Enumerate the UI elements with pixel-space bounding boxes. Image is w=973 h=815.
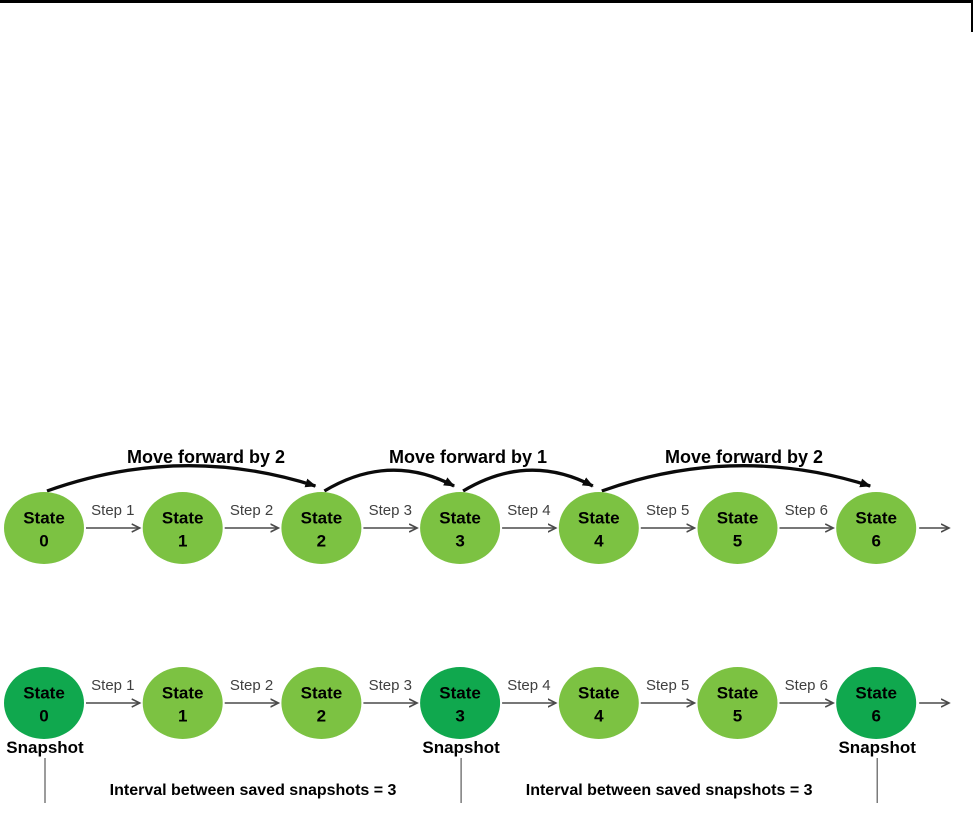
top-state-node-5 (697, 492, 778, 564)
jump-arc-2-to-3 (323, 468, 455, 493)
top-state-number: 6 (871, 532, 880, 551)
bottom-state-node-4 (558, 667, 639, 739)
jump-label-0-to-2: Move forward by 2 (127, 447, 285, 467)
top-state-label: State (717, 509, 759, 528)
top-state-node-3 (420, 492, 501, 564)
page-border-right (970, 0, 973, 32)
snapshot-label-3: Snapshot (422, 738, 500, 757)
bottom-state-number: 6 (871, 707, 880, 726)
jump-arc-3-to-4 (462, 468, 594, 493)
bottom-state-node-2 (281, 667, 362, 739)
top-state-number: 5 (733, 532, 742, 551)
top-state-number: 3 (455, 532, 464, 551)
interval-label-2: Interval between saved snapshots = 3 (526, 782, 813, 799)
bottom-state-node-1 (142, 667, 223, 739)
top-state-label: State (855, 509, 897, 528)
bottom-state-number: 4 (594, 707, 604, 726)
step-label-bottom-6: Step 6 (785, 677, 828, 694)
jump-label-4-to-6: Move forward by 2 (665, 447, 823, 467)
top-state-node-2 (281, 492, 362, 564)
top-state-label: State (439, 509, 481, 528)
top-state-label: State (578, 509, 620, 528)
step-label-top-3: Step 3 (369, 502, 412, 519)
bottom-state-node-6 (836, 667, 917, 739)
bottom-state-label: State (578, 684, 620, 703)
step-label-bottom-1: Step 1 (91, 677, 134, 694)
top-state-number: 4 (594, 532, 604, 551)
bottom-state-node-5 (697, 667, 778, 739)
step-label-bottom-2: Step 2 (230, 677, 273, 694)
bottom-state-label: State (301, 684, 343, 703)
top-state-number: 2 (317, 532, 326, 551)
top-state-node-4 (558, 492, 639, 564)
bottom-state-node-0 (4, 667, 84, 739)
bottom-state-label: State (162, 684, 204, 703)
bottom-state-label: State (855, 684, 897, 703)
snapshot-label-0: Snapshot (6, 738, 84, 757)
bottom-state-number: 0 (39, 707, 48, 726)
jump-arc-0-to-2 (46, 464, 317, 493)
bottom-state-label: State (439, 684, 481, 703)
step-label-bottom-3: Step 3 (369, 677, 412, 694)
bottom-state-label: State (717, 684, 759, 703)
top-state-node-6 (836, 492, 917, 564)
bottom-state-label: State (23, 684, 65, 703)
bottom-state-number: 3 (455, 707, 464, 726)
top-state-number: 0 (39, 532, 48, 551)
top-state-node-0 (4, 492, 84, 564)
step-label-top-1: Step 1 (91, 502, 134, 519)
interval-label-1: Interval between saved snapshots = 3 (110, 782, 397, 799)
top-state-number: 1 (178, 532, 187, 551)
snapshot-label-6: Snapshot (838, 738, 916, 757)
top-state-label: State (162, 509, 204, 528)
top-state-label: State (23, 509, 65, 528)
page-border-top (0, 0, 973, 3)
step-label-bottom-5: Step 5 (646, 677, 689, 694)
top-state-label: State (301, 509, 343, 528)
jump-label-2-to-3: Move forward by 1 (389, 447, 547, 467)
bottom-state-number: 2 (317, 707, 326, 726)
jump-arc-4-to-6 (601, 464, 872, 493)
step-label-top-4: Step 4 (507, 502, 550, 519)
bottom-state-number: 5 (733, 707, 742, 726)
bottom-state-node-3 (420, 667, 501, 739)
bottom-state-number: 1 (178, 707, 187, 726)
step-label-top-2: Step 2 (230, 502, 273, 519)
step-label-top-6: Step 6 (785, 502, 828, 519)
top-state-node-1 (142, 492, 223, 564)
step-label-bottom-4: Step 4 (507, 677, 550, 694)
step-label-top-5: Step 5 (646, 502, 689, 519)
